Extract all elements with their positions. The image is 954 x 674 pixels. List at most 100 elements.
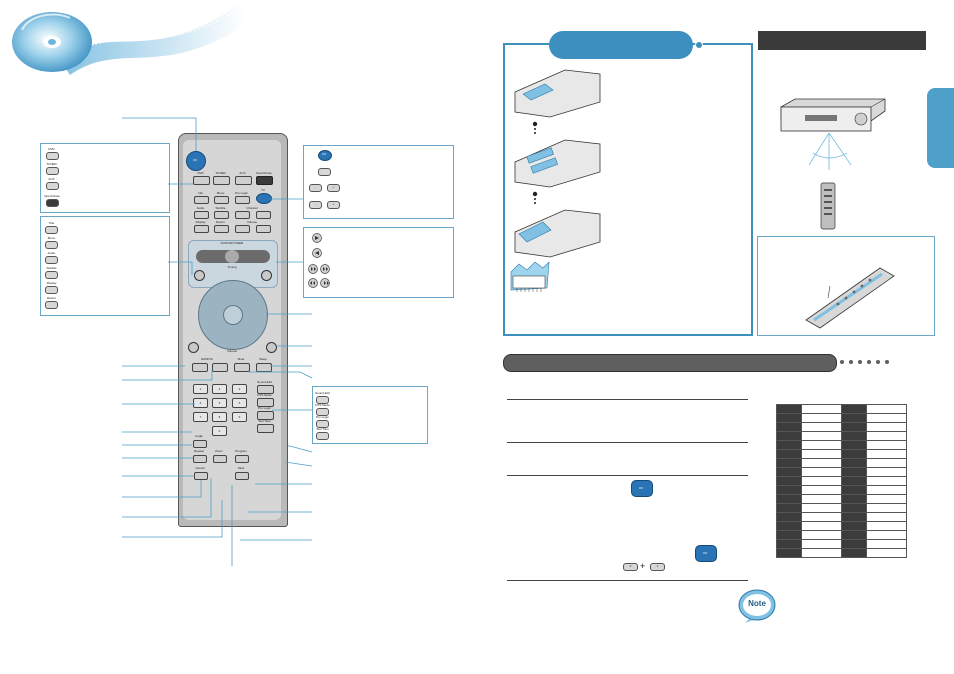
divider-3: [507, 475, 748, 476]
side-section-tab: [927, 88, 954, 168]
volume-right-knob[interactable]: [266, 342, 277, 353]
ez-ros-button-a[interactable]: [192, 363, 208, 372]
table-cell: [866, 503, 907, 513]
callout-menu-keys: [40, 216, 170, 316]
digit-button-1[interactable]: 1: [193, 384, 208, 394]
table-cell: [776, 530, 802, 540]
table-cell: [801, 530, 842, 540]
menu-button[interactable]: [214, 196, 229, 204]
digit-button-8[interactable]: 8: [212, 412, 227, 422]
subtitle-label: Subtitle: [215, 206, 226, 210]
digit-button-5[interactable]: 5: [212, 398, 227, 408]
tuner-mode-button[interactable]: [213, 176, 230, 185]
table-cell: [841, 494, 867, 504]
sleep-button[interactable]: [256, 363, 272, 372]
zoom-button[interactable]: [213, 455, 227, 463]
enter-button[interactable]: [223, 305, 243, 325]
side-key-dts-mode[interactable]: [257, 398, 274, 407]
mute-button[interactable]: [234, 363, 250, 372]
volume-left-knob[interactable]: [188, 342, 199, 353]
return-button[interactable]: [214, 225, 229, 233]
power-icon-inline-2-text: O/I: [702, 551, 707, 555]
digit-label: 4: [199, 401, 202, 405]
callout-tv-power-key: [318, 150, 332, 161]
table-cell: [866, 404, 907, 414]
cancel-button[interactable]: [194, 472, 208, 480]
callout-sound-edit-key: [316, 396, 329, 404]
side-key-test-tone[interactable]: [257, 424, 274, 433]
table-cell: [776, 494, 802, 504]
channel-down-button[interactable]: [235, 211, 250, 219]
volume-down-button[interactable]: [235, 225, 250, 233]
callout-tuner-text: TUNER: [46, 162, 57, 166]
table-cell: [866, 494, 907, 504]
callout-menu-text: Subtitle: [46, 266, 57, 270]
table-cell: [866, 521, 907, 531]
callout-ch-plus-text: +: [332, 185, 335, 189]
callout-pro-logic-key: [316, 420, 329, 428]
callout-vol-minus-key: [309, 201, 322, 209]
channel-up-button[interactable]: [256, 211, 271, 219]
digit-label: 8: [218, 415, 221, 419]
dvd-mode-button[interactable]: [193, 176, 210, 185]
callout-menu-key: [45, 226, 58, 234]
zoom-label: Zoom: [215, 449, 223, 453]
subtitle-button[interactable]: [214, 211, 229, 219]
ez-ros-button-b[interactable]: [212, 363, 228, 372]
program-button[interactable]: [235, 455, 249, 463]
digit-button-6[interactable]: 6: [232, 398, 247, 408]
open-close-label: Open/Close: [256, 171, 272, 175]
table-cell: [841, 530, 867, 540]
tuning-right-button[interactable]: [261, 270, 272, 281]
table-cell: [866, 458, 907, 468]
callout-ch-plus-key: [327, 184, 340, 192]
display-label: Display: [195, 220, 206, 224]
combo-key-0: [623, 563, 638, 571]
power-button-label: O/I: [192, 158, 197, 162]
note-label: Note: [748, 599, 766, 608]
info-label: Info: [197, 191, 203, 195]
table-cell: [776, 431, 802, 441]
repeat-button[interactable]: [193, 455, 207, 463]
display-button[interactable]: [194, 225, 209, 233]
table-cell: [801, 548, 842, 558]
angle-button[interactable]: [193, 440, 207, 448]
digit-button-9[interactable]: 9: [232, 412, 247, 422]
table-row: [776, 476, 907, 486]
open-close-button[interactable]: [256, 176, 273, 185]
mute-label: Mute: [237, 357, 245, 361]
digit-button-0[interactable]: 0: [212, 426, 227, 436]
callout-transport-keys: [303, 227, 454, 298]
digit-button-3[interactable]: 3: [232, 384, 247, 394]
table-cell: [841, 422, 867, 432]
digit-label: 3: [238, 387, 241, 391]
sleep-label: Sleep: [259, 357, 267, 361]
table-cell: [776, 458, 802, 468]
pro-logic-button[interactable]: [235, 196, 250, 204]
side-key-pro-logic[interactable]: [257, 411, 274, 420]
dvd-tuner-label: DVD/CD/TUNER: [220, 241, 244, 245]
return-label: Return: [215, 220, 225, 224]
digit-label: 9: [238, 415, 241, 419]
callout-menu-text: Menu: [47, 236, 56, 240]
callout-vol-minus-text: -: [315, 202, 316, 206]
digit-button-4[interactable]: 4: [193, 398, 208, 408]
side-key-sound-edit[interactable]: [257, 385, 274, 394]
table-cell: [841, 404, 867, 414]
power-button[interactable]: [186, 151, 206, 171]
table-cell: [841, 512, 867, 522]
side-key-label-1: Sound Edit: [257, 380, 272, 384]
note-badge: [738, 589, 776, 623]
aux-mode-button[interactable]: [235, 176, 252, 185]
info-button[interactable]: [194, 196, 209, 204]
table-cell: [841, 521, 867, 531]
stop-button[interactable]: [225, 250, 239, 263]
digit-button-7[interactable]: 7: [193, 412, 208, 422]
tuning-left-button[interactable]: [194, 270, 205, 281]
audio-button[interactable]: [194, 211, 209, 219]
tv-power-button[interactable]: [256, 193, 272, 204]
slow-button[interactable]: [235, 472, 249, 480]
digit-button-2[interactable]: 2: [212, 384, 227, 394]
volume-up-button[interactable]: [256, 225, 271, 233]
